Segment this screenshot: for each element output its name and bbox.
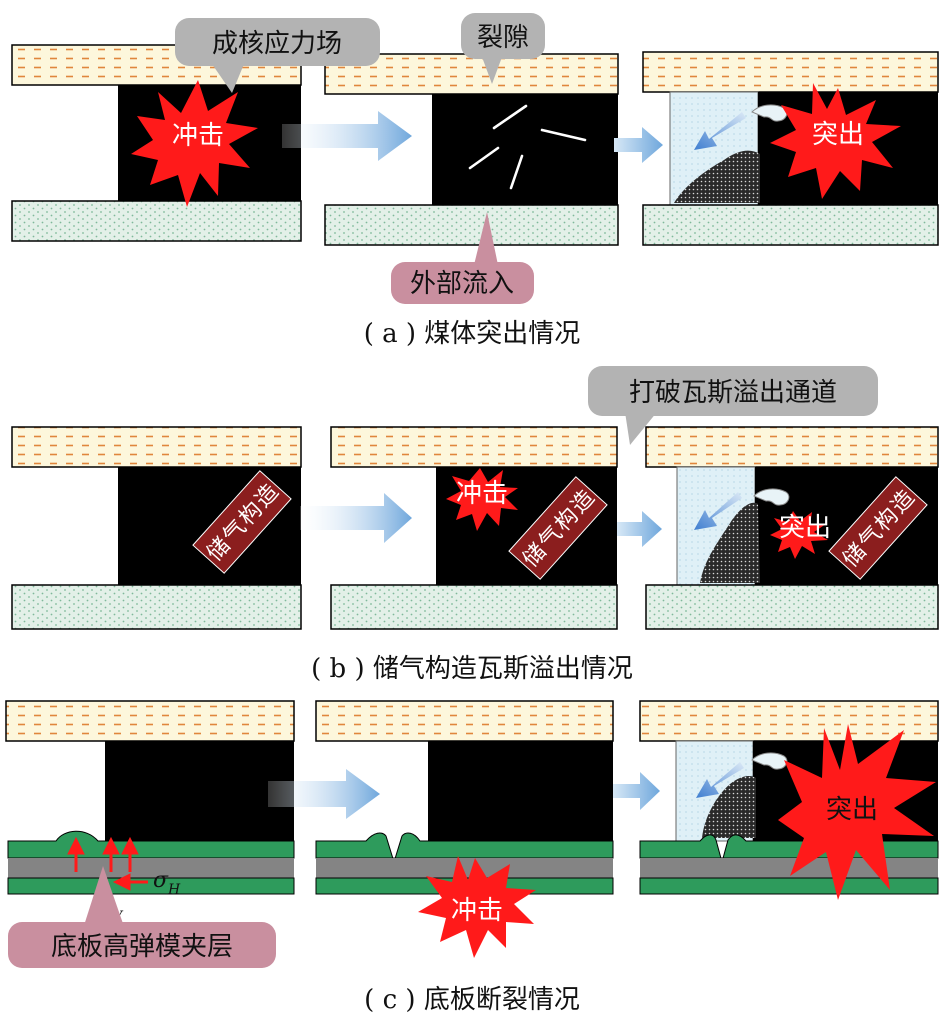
gas-jet-arrow [694, 492, 742, 530]
floor-green-bottom [7, 877, 295, 895]
gas-plume [753, 488, 790, 506]
coal-seam [428, 741, 613, 841]
svg-text:裂隙: 裂隙 [477, 23, 529, 53]
left-stress-arrow [112, 873, 148, 891]
svg-text:底板高弹模夹层: 底板高弹模夹层 [51, 932, 233, 962]
gas-plume [751, 104, 788, 122]
callout-external-inflow: 外部流入 [391, 212, 534, 304]
floor-green-top [315, 832, 614, 864]
outburst-label: 突出 [826, 795, 878, 825]
impact-label: 冲击 [172, 121, 224, 151]
impact-label: 冲击 [456, 479, 508, 509]
roof-layer [5, 700, 295, 742]
impact-label: 冲击 [451, 896, 503, 926]
callout-floor-layer: 底板高弹模夹层 [8, 866, 276, 968]
floor-gray-layer [640, 858, 938, 878]
roof-layer [11, 426, 302, 468]
big-flow-arrow [268, 769, 380, 819]
stress-arrows [67, 836, 148, 891]
debris-pile [700, 502, 760, 583]
roof-layer [330, 426, 618, 468]
outburst-burst [770, 83, 901, 199]
gas-jet-arrow [696, 762, 744, 798]
sigma-h-sub: H [167, 882, 181, 898]
floor-layer [11, 584, 302, 630]
outburst-label: 突出 [779, 513, 831, 543]
svg-text:外部流入: 外部流入 [410, 269, 514, 299]
up-stress-arrow [102, 836, 120, 872]
coal-seam [432, 94, 618, 205]
small-flow-arrow [613, 772, 660, 810]
big-flow-arrow [282, 111, 412, 161]
panel-c: σ H σ V 冲击 突出 [5, 700, 939, 1015]
coal-seam [105, 741, 294, 841]
panel-c-stage-3: 突出 [639, 700, 939, 900]
panel-c-stage-2: 冲击 [315, 700, 614, 958]
small-flow-arrow [614, 127, 663, 163]
floor-layer [11, 200, 302, 242]
debris-pile [674, 150, 760, 203]
floor-green-bottom [639, 877, 939, 895]
gas-jet-arrow [694, 112, 746, 150]
panel-c-stage-1: σ H σ V [5, 700, 295, 925]
gas-structure: 储 气 构 造 [828, 476, 928, 580]
gas-structure: 储 气 构 造 [192, 470, 292, 574]
roof-layer [315, 700, 614, 742]
svg-text:打破瓦斯溢出通道: 打破瓦斯溢出通道 [629, 378, 837, 408]
floor-layer [645, 584, 939, 630]
panel-b-stage-2: 冲击 储 气 构 造 [330, 426, 618, 630]
floor-gray-layer [8, 858, 294, 878]
callout-stress-field: 成核应力场 [175, 18, 380, 93]
small-flow-arrow [617, 511, 662, 547]
roof-layer [642, 51, 939, 93]
caption-c: ( c ) 底板断裂情况 [364, 985, 580, 1015]
svg-text:成核应力场: 成核应力场 [212, 29, 342, 59]
panel-b-stage-1: 储 气 构 造 [11, 426, 302, 630]
floor-gray-layer [316, 858, 613, 878]
floor-layer [642, 204, 939, 246]
panel-b: 储 气 构 造 冲击 储 气 构 造 [11, 366, 939, 684]
roof-layer [639, 700, 939, 742]
sigma-h: σ [153, 868, 169, 893]
panel-a-stage-2 [324, 53, 619, 246]
impact-burst [131, 80, 258, 207]
caption-a: ( a ) 煤体突出情况 [364, 319, 581, 349]
up-stress-arrow [67, 836, 85, 872]
outburst-label: 突出 [812, 120, 864, 150]
callout-break-channel: 打破瓦斯溢出通道 [588, 366, 878, 445]
panel-b-stage-3: 突出 储 气 构 造 [645, 426, 939, 630]
gas-plume [751, 752, 788, 770]
outburst-burst [778, 724, 936, 900]
up-stress-arrow [121, 836, 139, 872]
big-flow-arrow [300, 493, 412, 543]
callout-crack: 裂隙 [461, 13, 545, 84]
gas-structure: 储 气 构 造 [508, 476, 608, 580]
impact-burst [418, 856, 536, 958]
caption-b: ( b ) 储气构造瓦斯溢出情况 [311, 654, 633, 684]
debris-pile [702, 776, 756, 838]
floor-layer [330, 584, 618, 630]
crack-lines [468, 104, 587, 190]
roof-layer [645, 426, 939, 468]
outburst-burst [770, 511, 828, 559]
panel-a-stage-1: 冲击 [11, 44, 302, 242]
panel-a: 冲击 突出 [11, 13, 939, 349]
floor-layer [324, 204, 619, 246]
panel-a-stage-3: 突出 [642, 51, 939, 246]
impact-burst [446, 468, 518, 531]
